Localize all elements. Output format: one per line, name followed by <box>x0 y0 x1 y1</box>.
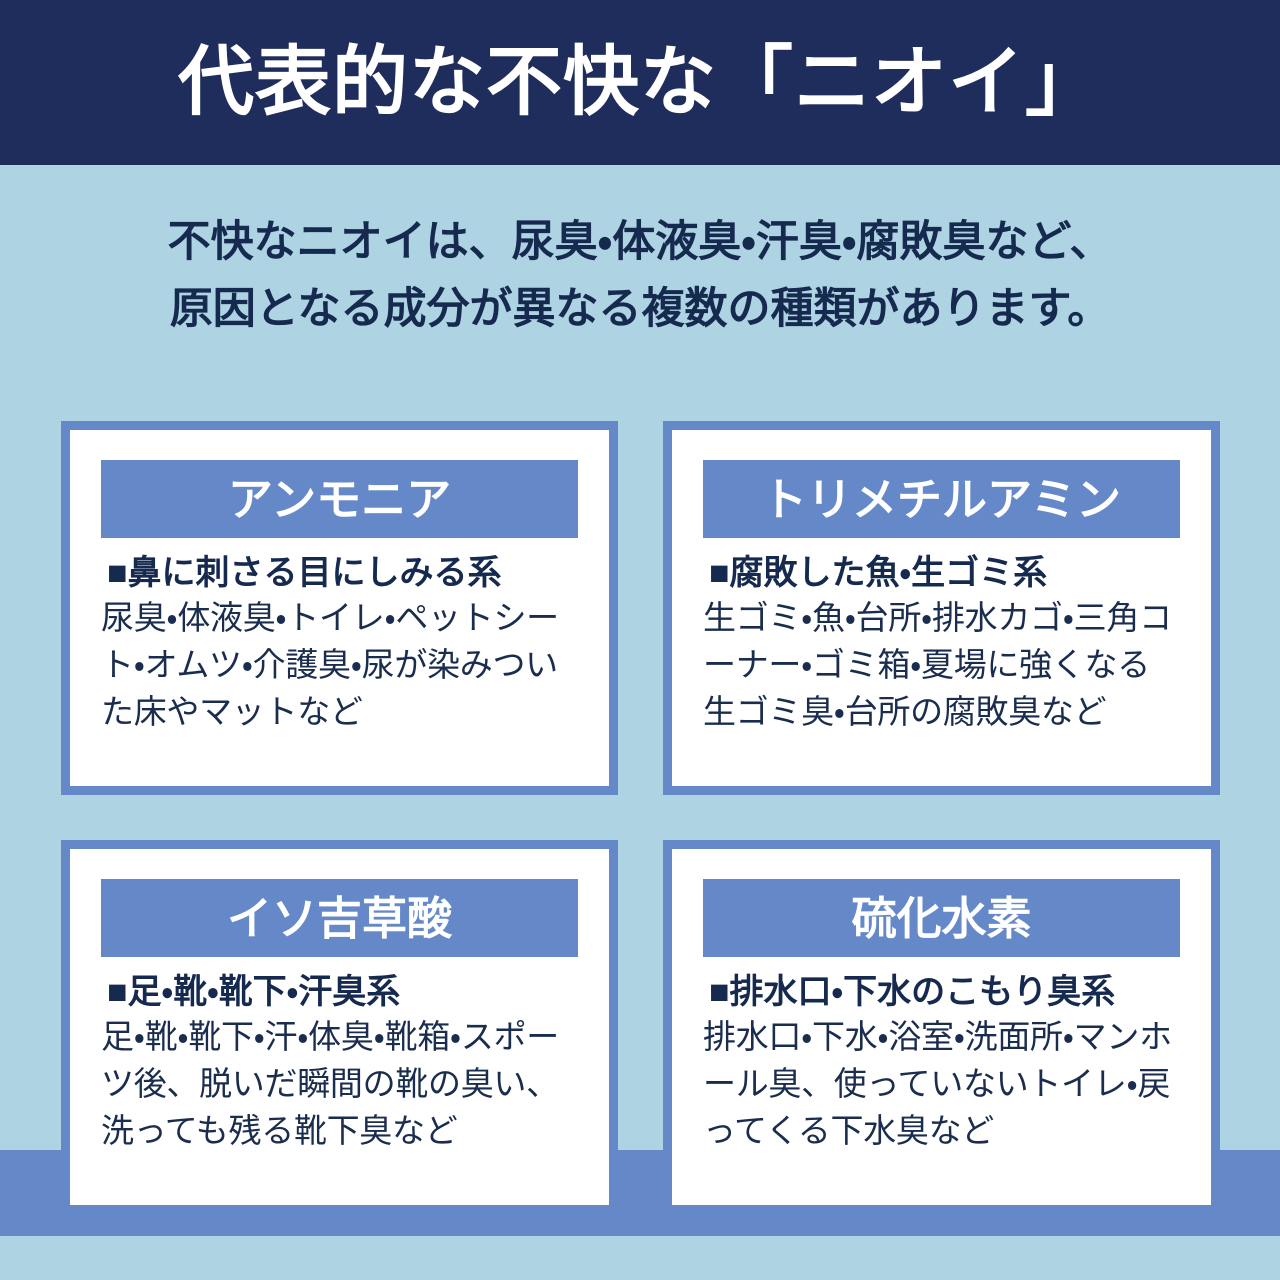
card-title: 硫化水素 <box>851 892 1032 944</box>
card-header-bar: イソ吉草酸 <box>101 879 578 957</box>
intro-text-block: 不快なニオイは、尿臭・体液臭・汗臭・腐敗臭など、 原因となる成分が異なる複数の種… <box>0 165 1280 342</box>
card-title: イソ吉草酸 <box>226 892 452 944</box>
bottom-band-gap-left <box>0 1141 61 1150</box>
card-title: トリメチルアミン <box>761 473 1122 525</box>
intro-line-2: 原因となる成分が異なる複数の種類があります。 <box>169 284 1111 333</box>
odor-card-hydrogen-sulfide: 硫化水素 ■排水口・下水のこもり臭系 排水口・下水・浴室・洗面所・マンホール臭、… <box>663 840 1220 1214</box>
bottom-band-gap-middle <box>618 1141 665 1150</box>
card-subhead: ■鼻に刺さる目にしみる系 <box>107 554 502 592</box>
card-body-text: 排水口・下水・浴室・洗面所・マンホール臭、使っていないトイレ・戻ってくる下水臭な… <box>703 1018 1172 1149</box>
odor-card-trimethylamine: トリメチルアミン ■腐敗した魚・生ゴミ系 生ゴミ・魚・台所・排水カゴ・三角コーナ… <box>663 421 1220 795</box>
card-body-text: 尿臭・体液臭・トイレ・ペットシート・オムツ・介護臭・尿が染みついた床やマットなど <box>101 599 559 730</box>
card-header-bar: アンモニア <box>101 460 578 538</box>
odor-card-isovaleric-acid: イソ吉草酸 ■足・靴・靴下・汗臭系 足・靴・靴下・汗・体臭・靴箱・スポーツ後、脱… <box>61 840 618 1214</box>
page-header-band: 代表的な不快な「ニオイ」 <box>0 0 1280 165</box>
bottom-band-gap-right <box>1220 1141 1280 1150</box>
card-body-text: 生ゴミ・魚・台所・排水カゴ・三角コーナー・ゴミ箱・夏場に強くなる生ゴミ臭・台所の… <box>703 599 1172 730</box>
card-subhead: ■足・靴・靴下・汗臭系 <box>107 973 401 1011</box>
card-title: アンモニア <box>227 473 452 525</box>
card-subhead: ■腐敗した魚・生ゴミ系 <box>709 554 1048 592</box>
card-header-bar: トリメチルアミン <box>703 460 1180 538</box>
card-header-bar: 硫化水素 <box>703 879 1180 957</box>
intro-line-1: 不快なニオイは、尿臭・体液臭・汗臭・腐敗臭など、 <box>167 218 1113 266</box>
odor-card-grid: アンモニア ■鼻に刺さる目にしみる系 尿臭・体液臭・トイレ・ペットシート・オムツ… <box>61 421 1220 1214</box>
page-title: 代表的な不快な「ニオイ」 <box>178 39 1102 125</box>
odor-card-ammonia: アンモニア ■鼻に刺さる目にしみる系 尿臭・体液臭・トイレ・ペットシート・オムツ… <box>61 421 618 795</box>
card-subhead: ■排水口・下水のこもり臭系 <box>709 973 1116 1011</box>
card-body-text: 足・靴・靴下・汗・体臭・靴箱・スポーツ後、脱いだ瞬間の靴の臭い、洗っても残る靴下… <box>101 1018 559 1149</box>
